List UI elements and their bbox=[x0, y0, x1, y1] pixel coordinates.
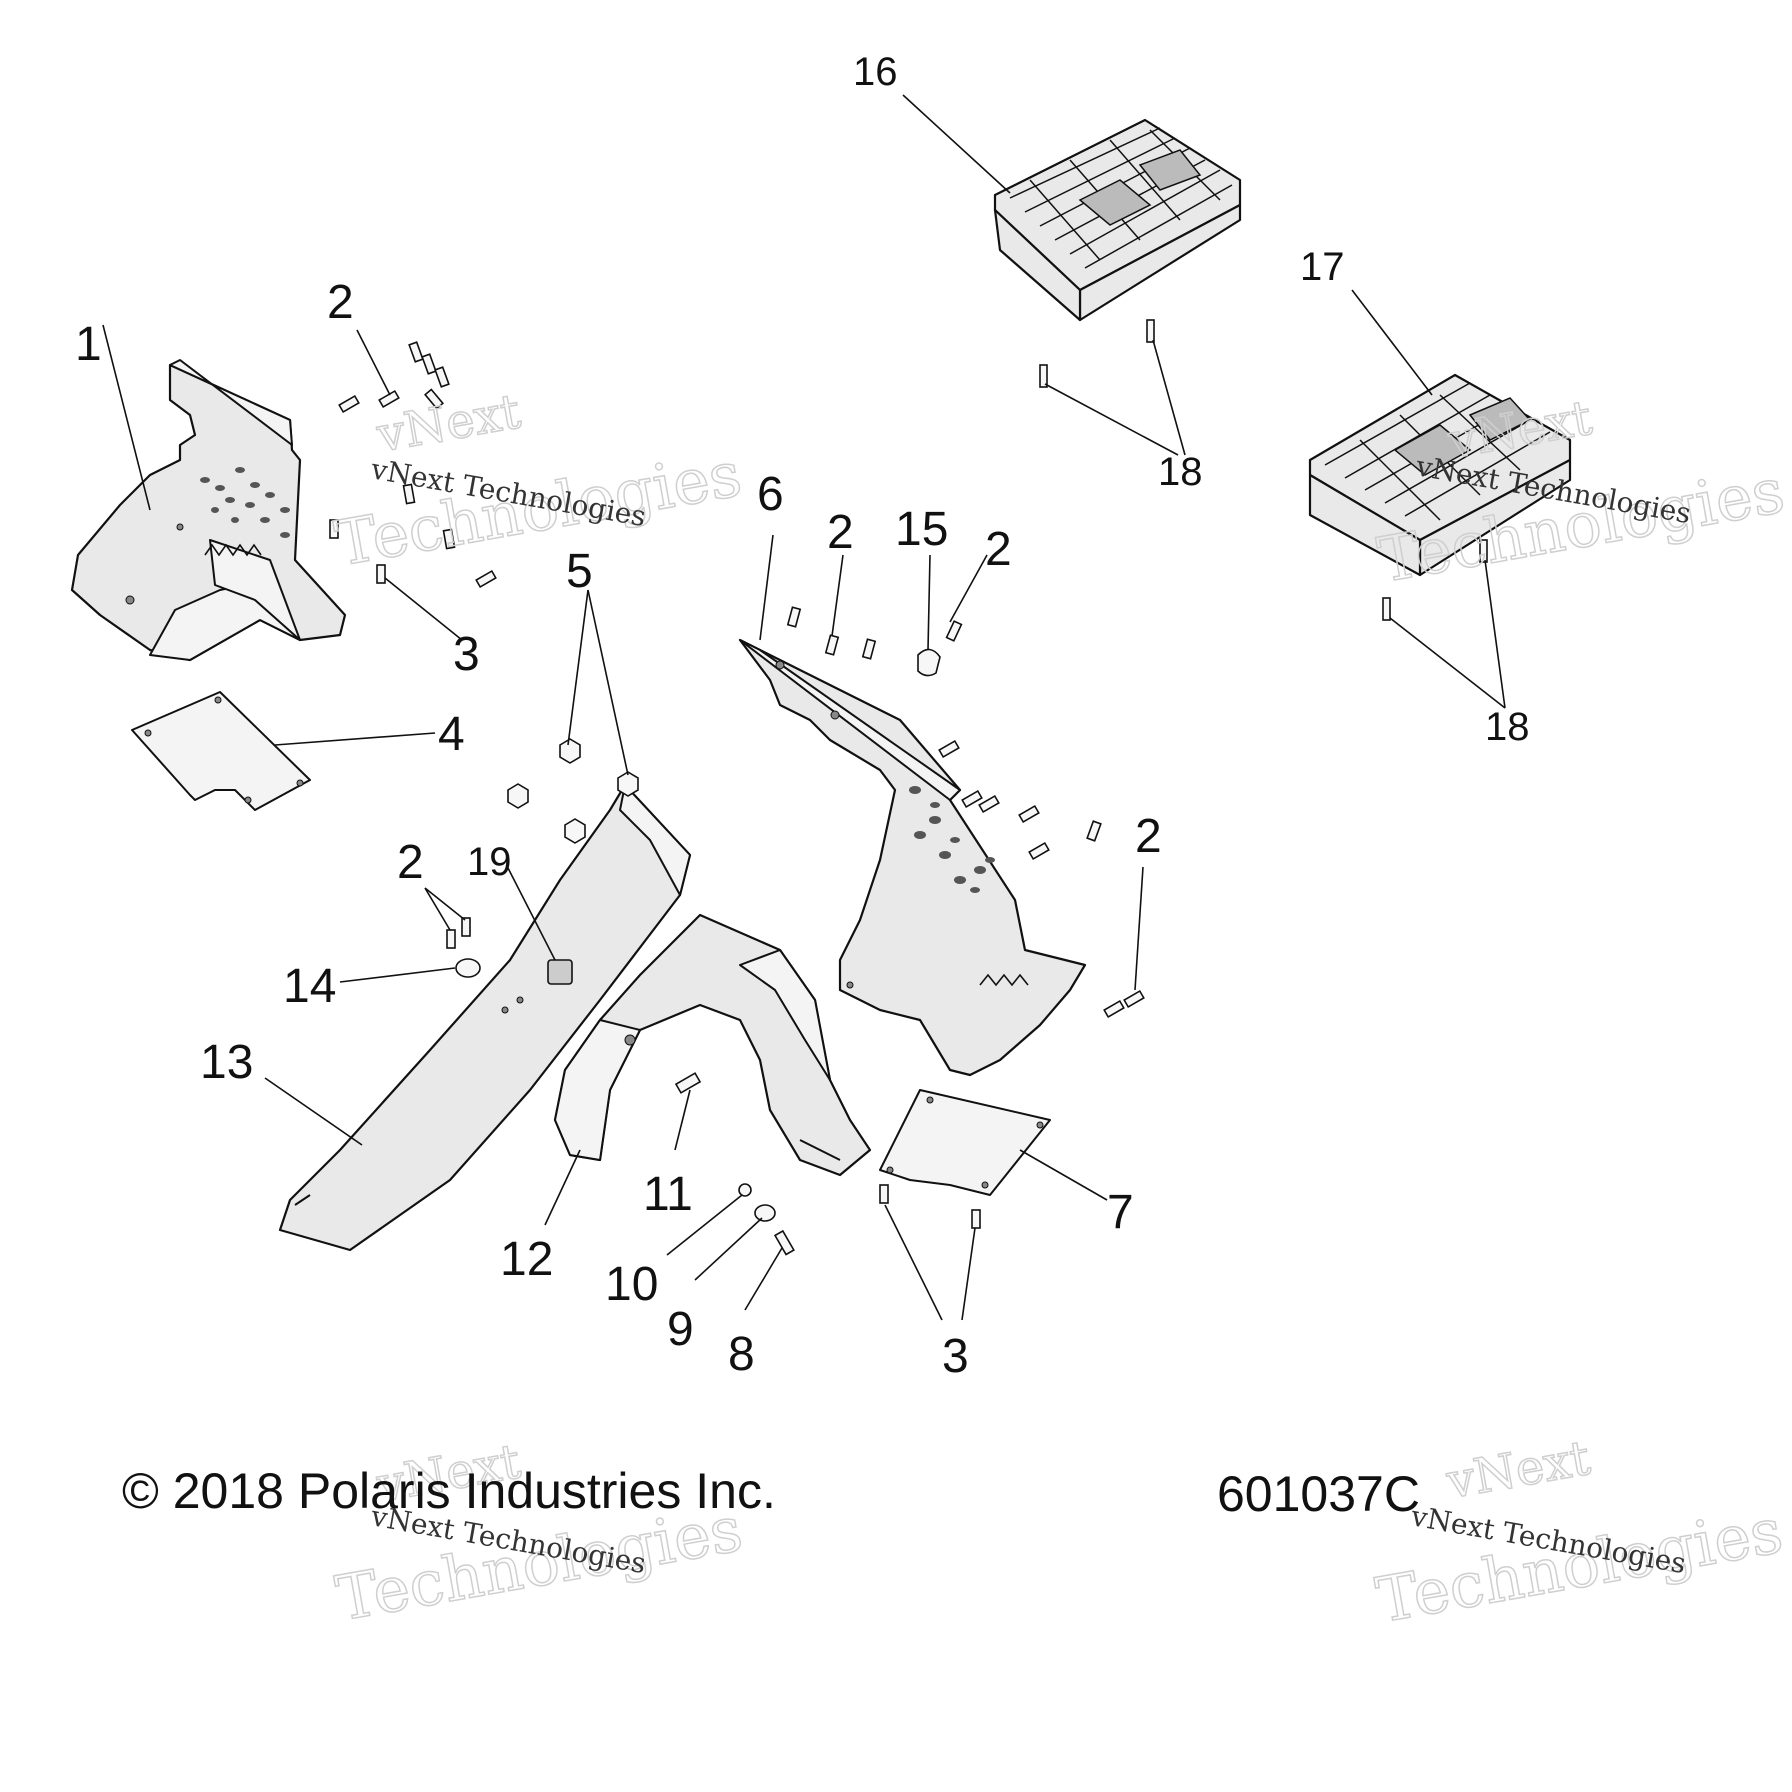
part-6-right-upper-panel bbox=[738, 638, 1087, 1077]
part-16-footrest bbox=[993, 118, 1242, 322]
part-1-left-upper-panel bbox=[70, 359, 347, 662]
callout-2: 2 bbox=[397, 836, 424, 889]
callout-labels: 1 2 3 4 5 6 2 15 2 16 17 18 18 2 19 2 14… bbox=[75, 50, 1530, 1383]
part-4-left-plate bbox=[131, 691, 311, 811]
callout-18: 18 bbox=[1485, 705, 1530, 749]
callout-9: 9 bbox=[667, 1303, 694, 1356]
diagram-id: 601037C bbox=[1217, 1466, 1420, 1522]
clip-19-icon bbox=[547, 959, 573, 985]
callout-2: 2 bbox=[985, 523, 1012, 576]
callout-8: 8 bbox=[728, 1328, 755, 1381]
copyright-text: © 2018 Polaris Industries Inc. bbox=[122, 1463, 776, 1519]
callout-15: 15 bbox=[895, 503, 948, 556]
part-13-long-panel bbox=[278, 783, 692, 1252]
part-7-right-plate bbox=[879, 1089, 1051, 1196]
callout-13: 13 bbox=[200, 1036, 253, 1089]
callout-11: 11 bbox=[643, 1168, 693, 1221]
callout-1: 1 bbox=[75, 318, 102, 371]
callout-10: 10 bbox=[605, 1258, 658, 1311]
callout-14: 14 bbox=[283, 960, 336, 1013]
callout-7: 7 bbox=[1107, 1186, 1134, 1239]
leader-lines bbox=[102, 94, 1506, 1321]
callout-18: 18 bbox=[1158, 450, 1203, 494]
callout-2: 2 bbox=[327, 276, 354, 329]
callout-19: 19 bbox=[467, 840, 512, 884]
part-12-curved-guard bbox=[553, 913, 872, 1177]
fasteners bbox=[329, 319, 1488, 1256]
callout-5: 5 bbox=[566, 545, 593, 598]
svg-text:vNext: vNext bbox=[1442, 1430, 1594, 1510]
callout-12: 12 bbox=[500, 1233, 553, 1286]
callout-2: 2 bbox=[827, 506, 854, 559]
callout-17: 17 bbox=[1300, 245, 1345, 289]
callout-2: 2 bbox=[1135, 810, 1162, 863]
callout-3: 3 bbox=[942, 1330, 969, 1383]
callout-16: 16 bbox=[853, 50, 898, 94]
callout-6: 6 bbox=[757, 468, 784, 521]
callout-3: 3 bbox=[453, 628, 480, 681]
callout-4: 4 bbox=[438, 708, 465, 761]
part-17-footrest bbox=[1308, 373, 1572, 577]
